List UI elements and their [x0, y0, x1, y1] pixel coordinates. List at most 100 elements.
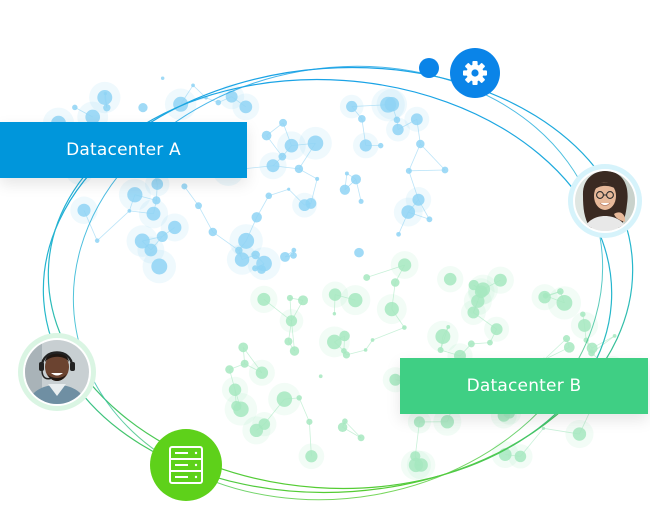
network-node — [215, 99, 222, 106]
network-node — [392, 123, 404, 136]
network-node — [231, 400, 242, 412]
network-node — [238, 342, 249, 353]
ring-dot — [419, 58, 439, 78]
network-node — [396, 231, 401, 237]
network-node — [97, 90, 113, 105]
network-link — [520, 428, 544, 457]
network-node — [235, 246, 243, 255]
network-node — [160, 76, 165, 80]
network-node — [377, 142, 384, 149]
person-node-left[interactable] — [18, 333, 96, 411]
network-node — [315, 176, 320, 181]
settings-node[interactable] — [450, 48, 500, 98]
network-node — [359, 139, 372, 152]
network-node — [251, 212, 262, 223]
network-node — [363, 274, 371, 281]
man-with-headset-avatar — [25, 340, 89, 404]
network-node — [443, 272, 457, 286]
network-node — [410, 113, 423, 126]
network-node — [103, 104, 111, 112]
network-node — [398, 258, 412, 272]
network-node — [441, 166, 449, 174]
network-node — [435, 329, 451, 344]
network-node — [298, 295, 309, 306]
network-node — [255, 366, 269, 379]
network-node — [261, 130, 272, 141]
network-node — [393, 116, 401, 124]
network-cluster-blue — [42, 76, 449, 284]
network-node — [556, 294, 573, 311]
network-node — [77, 203, 91, 217]
network-node — [490, 323, 503, 336]
network-node — [358, 115, 366, 123]
network-node — [225, 365, 234, 374]
network-node — [514, 450, 527, 463]
network-node — [228, 383, 242, 397]
network-node — [348, 292, 363, 308]
network-node — [588, 349, 595, 357]
storage-node[interactable] — [150, 429, 222, 501]
network-node — [307, 135, 324, 152]
network-node — [346, 100, 358, 113]
network-node — [318, 374, 323, 379]
network-node — [350, 174, 361, 185]
network-node — [239, 100, 253, 114]
network-node — [332, 312, 337, 316]
network-node — [72, 104, 78, 111]
network-node — [208, 227, 218, 237]
orbit-rings — [42, 65, 634, 501]
person-node-top-right[interactable] — [568, 164, 642, 238]
network-node — [354, 247, 364, 258]
network-node — [85, 109, 101, 125]
network-node — [467, 340, 475, 348]
network-node — [94, 238, 100, 243]
network-node — [370, 338, 375, 342]
network-node — [493, 273, 507, 287]
network-node — [389, 373, 402, 386]
network-node — [280, 251, 291, 262]
network-node — [294, 164, 304, 174]
network-node — [296, 395, 302, 401]
network-node — [440, 415, 454, 429]
network-node — [156, 230, 168, 242]
network-node — [127, 187, 143, 203]
network-link — [543, 338, 567, 361]
network-node — [127, 208, 132, 213]
network-link — [365, 339, 373, 351]
network-node — [249, 423, 264, 438]
network-node — [562, 335, 571, 343]
network-node — [144, 243, 158, 257]
network-node — [327, 334, 342, 350]
network-node — [476, 282, 491, 297]
network-node — [572, 427, 587, 441]
network-node — [344, 171, 349, 176]
network-node — [405, 167, 412, 174]
network-node — [426, 216, 433, 223]
network-node — [289, 346, 300, 356]
network-link — [344, 420, 362, 439]
network-node — [138, 103, 148, 113]
datacenter-a-label[interactable]: Datacenter A — [0, 122, 247, 178]
network-node — [181, 183, 188, 190]
server-rack-icon — [169, 446, 203, 484]
gear-icon — [463, 61, 487, 85]
network-node — [191, 83, 195, 88]
network-node — [279, 118, 288, 127]
datacenter-b-label[interactable]: Datacenter B — [400, 358, 648, 414]
network-node — [240, 359, 249, 368]
network-node — [287, 187, 291, 191]
network-link — [414, 421, 420, 457]
network-node — [408, 457, 424, 473]
network-link — [184, 186, 199, 206]
network-node — [339, 330, 350, 342]
network-node — [151, 258, 168, 275]
network-link — [372, 327, 405, 341]
network-node — [357, 434, 365, 442]
network-node — [291, 247, 297, 253]
network-node — [306, 418, 313, 425]
network-node — [265, 192, 273, 200]
network-node — [278, 152, 287, 161]
network-node — [251, 250, 260, 260]
network-node — [276, 391, 293, 407]
network-node — [328, 288, 342, 301]
